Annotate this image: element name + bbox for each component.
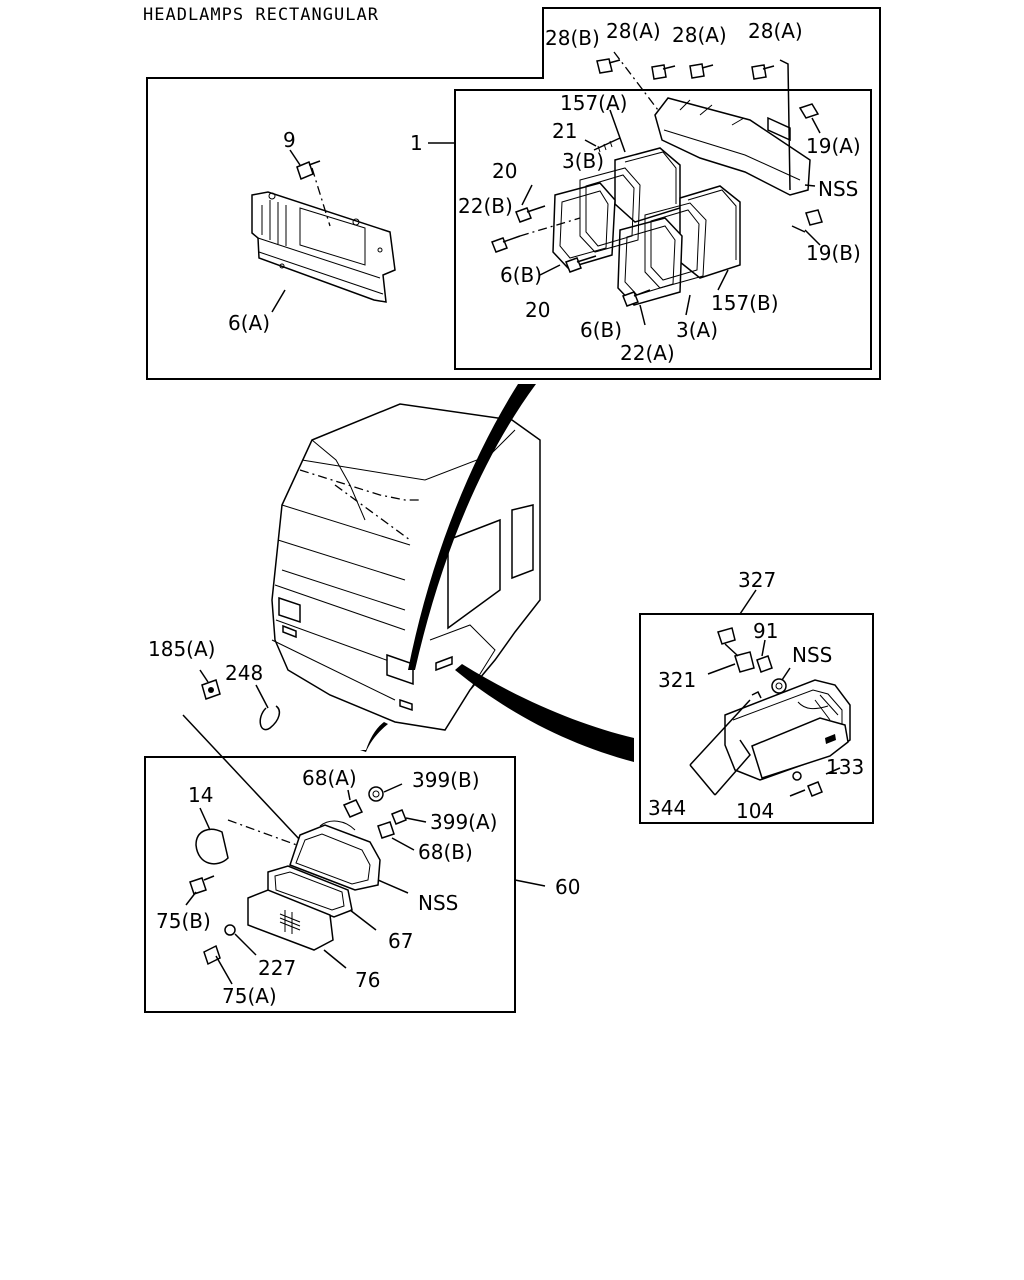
bolt-28a-2 [689, 63, 714, 79]
label-19b: 19(B) [806, 241, 861, 265]
label-20-lower: 20 [525, 298, 550, 322]
lamp-body [289, 820, 381, 891]
label-9: 9 [283, 128, 296, 152]
headlamp-housing-157b [679, 185, 741, 279]
label-185a: 185(A) [148, 637, 215, 661]
bulb-68b [377, 821, 415, 851]
callout-sweeps [360, 384, 634, 762]
clip-185a [182, 679, 301, 841]
label-344: 344 [648, 796, 686, 820]
washer-133 [792, 771, 802, 781]
bulb-68a [342, 799, 364, 818]
headlamp-housing-157a [614, 147, 681, 223]
lens-76 [247, 889, 334, 951]
label-157a: 157(A) [560, 91, 627, 115]
label-22b: 22(B) [458, 194, 513, 218]
socket-399b [368, 783, 403, 802]
socket-399a [391, 809, 427, 825]
label-nss-headlamp: NSS [818, 177, 858, 201]
bolt-28a-3 [751, 59, 791, 191]
label-327: 327 [738, 568, 776, 592]
screw-20-lower [565, 255, 597, 273]
label-157b: 157(B) [711, 291, 779, 315]
side-lamp-assembly [724, 679, 851, 781]
side-lamp-panel [639, 613, 874, 824]
label-133: 133 [826, 755, 864, 779]
screw-104 [789, 781, 823, 797]
clip-19b [791, 209, 823, 233]
label-14: 14 [188, 783, 213, 807]
diagram-title: HEADLAMPS RECTANGULAR [143, 5, 379, 25]
label-104: 104 [736, 799, 774, 823]
label-nss-signal: NSS [418, 891, 458, 915]
signal-lamp-leaders [185, 669, 546, 969]
label-399b: 399(B) [412, 768, 480, 792]
headlamp-unit-6b-lower [617, 217, 683, 306]
headlamp-leader-lines [271, 109, 821, 326]
label-91: 91 [753, 619, 778, 643]
label-20-upper: 20 [492, 159, 517, 183]
side-lamp-leaders [689, 589, 841, 796]
headlamp-unit-6b-upper [552, 182, 616, 269]
headlamp-outer-frame [146, 7, 881, 380]
screw-21 [593, 137, 621, 153]
cover-14 [195, 819, 306, 865]
label-22a: 22(A) [620, 341, 675, 365]
label-28a-3: 28(A) [748, 19, 803, 43]
screw-75b [189, 875, 215, 895]
label-19a: 19(A) [806, 134, 861, 158]
grille-bracket-6a [251, 191, 396, 303]
label-76: 76 [355, 968, 380, 992]
washer-227 [224, 924, 257, 956]
label-28b: 28(B) [545, 26, 600, 50]
socket-321 [717, 627, 755, 673]
screw-22b [491, 217, 581, 253]
label-227: 227 [258, 956, 296, 980]
clip-19a [798, 103, 821, 134]
clamp-248 [259, 705, 281, 731]
label-248: 248 [225, 661, 263, 685]
signal-lamp-panel [144, 756, 516, 1013]
frame-3a [644, 202, 707, 289]
frame-3b [579, 167, 641, 253]
headlamp-inner-frame [454, 89, 872, 370]
bulb-91 [756, 655, 773, 673]
label-3a: 3(A) [676, 318, 718, 342]
truck-cab [271, 403, 541, 731]
headlamp-assembly-panel [146, 7, 881, 380]
screw-22a [622, 289, 651, 307]
label-28a-1: 28(A) [606, 19, 661, 43]
label-6b-1: 6(B) [500, 263, 542, 287]
screw-75a [203, 944, 233, 985]
label-75a: 75(A) [222, 984, 277, 1008]
label-1: 1 [410, 131, 423, 155]
label-68b: 68(B) [418, 840, 473, 864]
screw-9 [296, 160, 331, 227]
lamp-mounting-bracket [654, 97, 811, 196]
part-labels: 28(B) 28(A) 28(A) 28(A) 157(A) 21 1 9 19… [148, 19, 864, 1008]
label-28a-2: 28(A) [672, 23, 727, 47]
label-nss-side: NSS [792, 643, 832, 667]
label-75b: 75(B) [156, 909, 211, 933]
screw-20-upper [515, 205, 546, 223]
label-321: 321 [658, 668, 696, 692]
clip-side [751, 690, 762, 699]
label-6b-2: 6(B) [580, 318, 622, 342]
label-6a: 6(A) [228, 311, 270, 335]
label-399a: 399(A) [430, 810, 497, 834]
label-21: 21 [552, 119, 577, 143]
label-68a: 68(A) [302, 766, 357, 790]
label-3b: 3(B) [562, 149, 604, 173]
label-60: 60 [555, 875, 580, 899]
bolt-28a-1 [651, 64, 676, 80]
washer-nss-side [771, 678, 787, 694]
label-67: 67 [388, 929, 413, 953]
bolt-28b [596, 51, 659, 111]
